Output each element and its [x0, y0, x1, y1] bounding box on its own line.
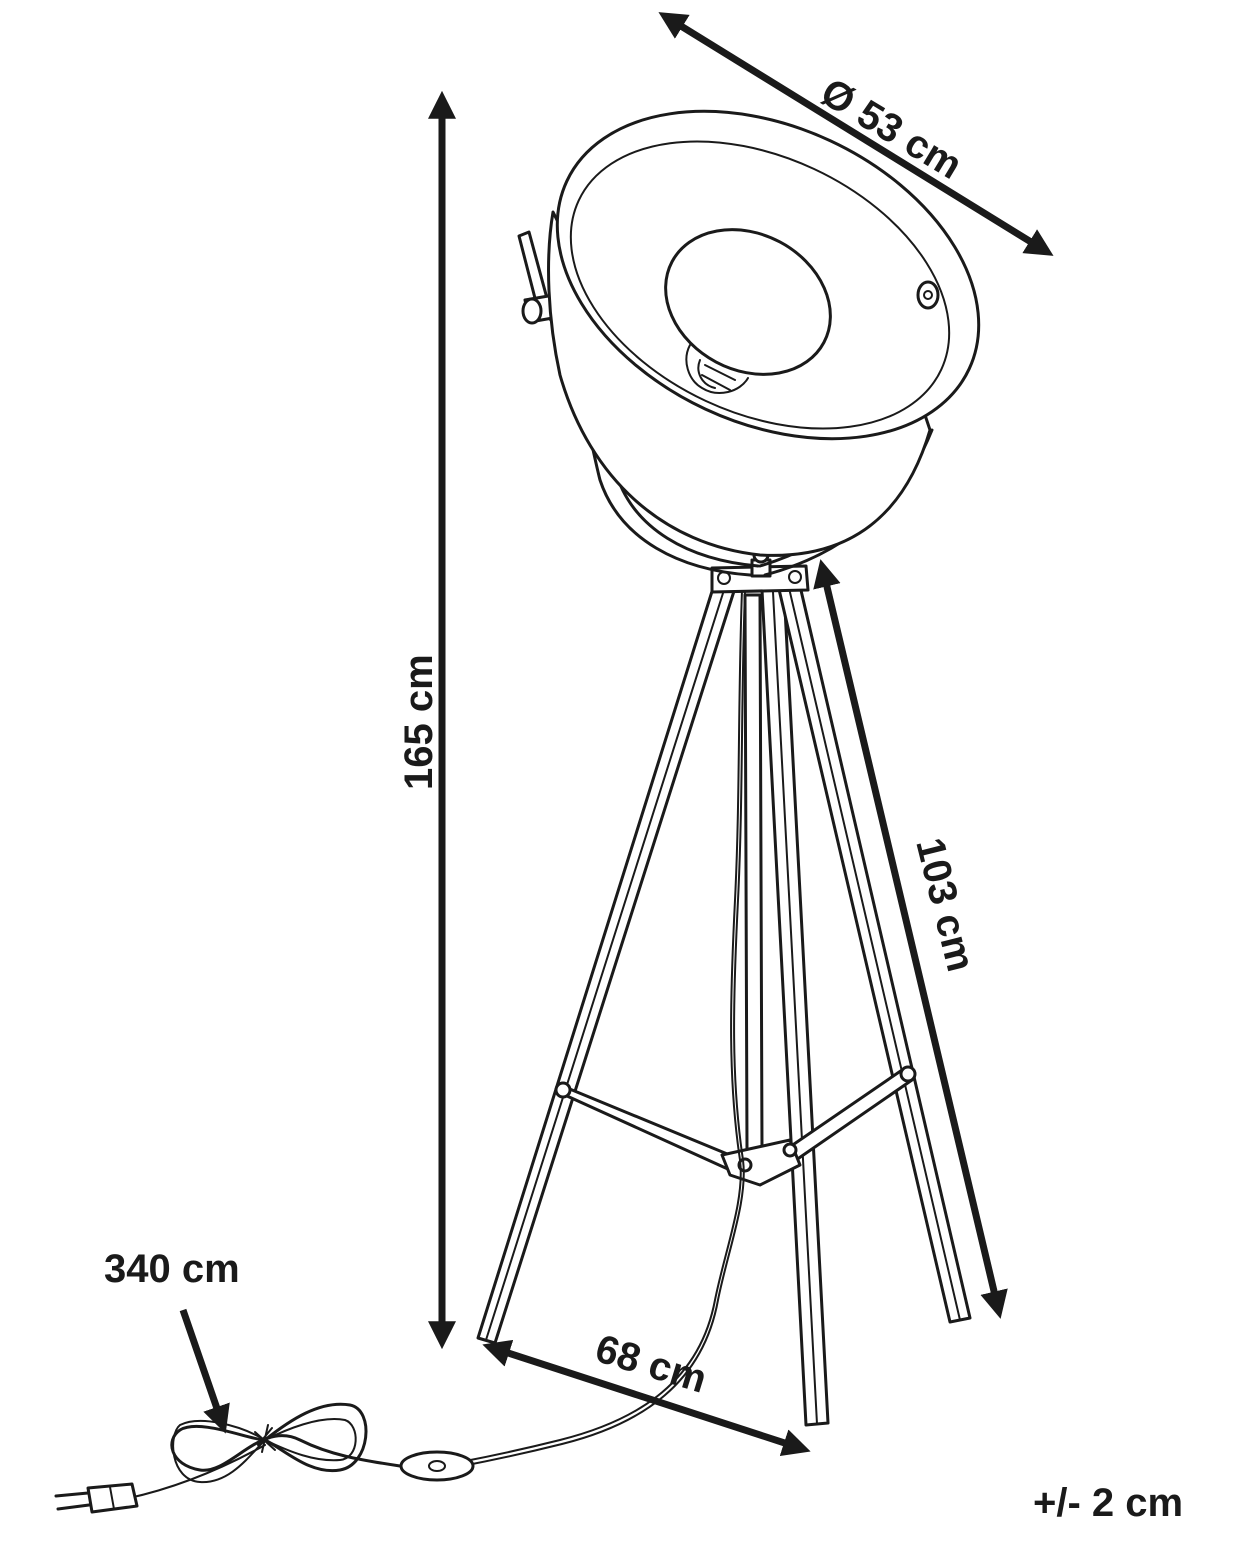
bulb-socket	[685, 344, 749, 394]
base-width-arrow	[482, 1339, 811, 1457]
leg-length-label: 103 cm	[907, 834, 983, 976]
foot-switch	[399, 1450, 475, 1482]
plug	[54, 1482, 139, 1514]
dimension-arrows	[179, 12, 1054, 1457]
cable-length-pointer	[179, 1308, 230, 1434]
leg-length-arrow	[813, 559, 1008, 1319]
tripod-legs	[476, 583, 972, 1427]
tolerance-label: +/- 2 cm	[1033, 1481, 1183, 1525]
rim-screw	[916, 280, 940, 310]
cable-length-label: 340 cm	[104, 1247, 240, 1291]
base-width-label: 68 cm	[590, 1327, 711, 1402]
total-height-label: 165 cm	[397, 654, 441, 790]
coiled-cable	[119, 1402, 402, 1501]
diameter-arrow	[658, 12, 1054, 256]
lamp-illustration	[54, 109, 981, 1514]
